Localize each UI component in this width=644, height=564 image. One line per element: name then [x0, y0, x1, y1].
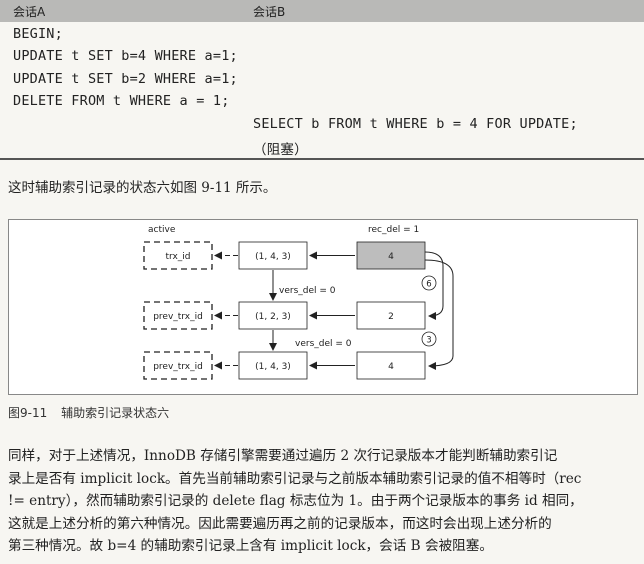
caption-title: 辅助索引记录状态六	[61, 406, 170, 420]
pk-record-1-label: (1, 4, 3)	[255, 252, 291, 262]
table-bottom-rule	[0, 158, 644, 160]
arrow-compare-sec1-sec3	[424, 259, 454, 370]
label-active: active	[148, 225, 176, 235]
trx-box-2	[143, 301, 213, 330]
sec-record-2-label: 2	[388, 312, 394, 322]
body-paragraph: 同样，对于上述情况，InnoDB 存储引擎需要通过遍历 2 次行记录版本才能判断…	[8, 445, 636, 558]
step-marker-3	[421, 331, 437, 347]
vers-del-label-1: vers_del = 0	[279, 286, 336, 296]
trx-box-3	[143, 351, 213, 380]
pk-record-2-label: (1, 2, 3)	[255, 312, 291, 322]
arrow-compare-sec1-sec2	[424, 251, 444, 320]
header-session-b: 会话B	[253, 5, 286, 19]
step-marker-6-label: 6	[426, 280, 431, 290]
session-b-line-1: SELECT b FROM t WHERE b = 4 FOR UPDATE;	[253, 116, 578, 132]
figure-9-11: active rec_del = 1 trx_id (1, 4, 3) 4 pr…	[8, 219, 638, 395]
trx-box-1-label: trx_id	[165, 252, 190, 262]
trx-box-3-label: prev_trx_id	[153, 362, 203, 372]
pk-record-3-label: (1, 4, 3)	[255, 362, 291, 372]
sec-record-3-label: 4	[388, 362, 394, 372]
sec-record-2	[356, 301, 426, 330]
session-table: 会话A 会话B BEGIN; UPDATE t SET b=4 WHERE a=…	[0, 0, 644, 160]
trx-box-1	[143, 241, 213, 270]
table-header: 会话A 会话B	[0, 0, 644, 22]
figure-caption: 图9-11 辅助索引记录状态六	[8, 404, 169, 421]
session-a-line-3: UPDATE t SET b=2 WHERE a=1;	[13, 71, 238, 87]
step-marker-6	[421, 275, 437, 291]
record-state-diagram: active rec_del = 1 trx_id (1, 4, 3) 4 pr…	[143, 225, 454, 380]
paragraph-line-1: 同样，对于上述情况，InnoDB 存储引擎需要通过遍历 2 次行记录版本才能判断…	[8, 448, 558, 464]
pk-record-1	[238, 241, 308, 270]
vers-del-label-2: vers_del = 0	[295, 339, 352, 349]
sec-record-1	[356, 241, 426, 270]
session-a-line-2: UPDATE t SET b=4 WHERE a=1;	[13, 48, 238, 64]
paragraph-line-4: 这就是上述分析的第六种情况。因此需要遍历再之前的记录版本，而这时会出现上述分析的	[8, 515, 552, 532]
intro-text: 这时辅助索引记录的状态六如图 9-11 所示。	[8, 180, 277, 196]
step-marker-3-label: 3	[426, 336, 431, 346]
trx-box-2-label: prev_trx_id	[153, 312, 203, 322]
header-session-a: 会话A	[13, 5, 46, 19]
session-a-line-1: BEGIN;	[13, 26, 63, 42]
sec-record-1-label: 4	[388, 252, 394, 262]
pk-record-2	[238, 301, 308, 330]
paragraph-line-5: 第三种情况。故 b=4 的辅助索引记录上含有 implicit lock，会话 …	[8, 538, 493, 554]
label-rec-del: rec_del = 1	[368, 225, 419, 235]
caption-number: 图9-11	[8, 406, 48, 420]
paragraph-line-3: != entry），然而辅助索引记录的 delete flag 标志位为 1。由…	[8, 493, 583, 509]
sec-record-3	[356, 351, 426, 380]
pk-record-3	[238, 351, 308, 380]
paragraph-line-2: 录上是否有 implicit lock。首先当前辅助索引记录与之前版本辅助索引记…	[8, 470, 582, 487]
session-a-line-4: DELETE FROM t WHERE a = 1;	[13, 93, 230, 109]
session-b-line-2: （阻塞）	[253, 142, 308, 158]
